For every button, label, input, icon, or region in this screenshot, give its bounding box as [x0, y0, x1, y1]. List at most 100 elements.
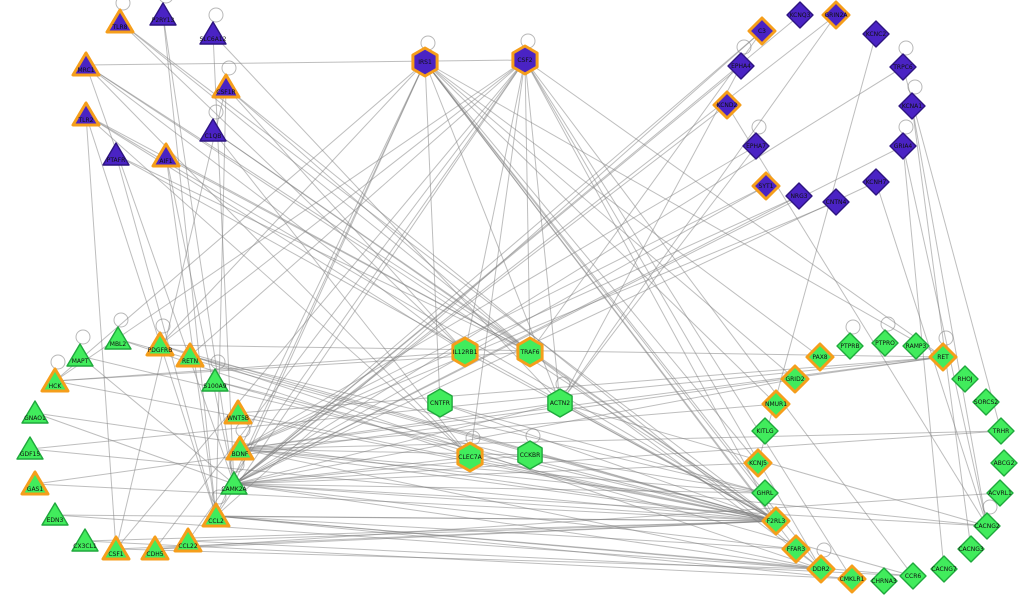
node-CLEC7A[interactable]: CLEC7A — [456, 441, 484, 473]
node-FFAR3[interactable]: FFAR3 — [781, 534, 811, 564]
diamond-node-shape[interactable] — [862, 168, 890, 196]
diamond-node-shape[interactable] — [836, 332, 864, 360]
triangle-node-shape[interactable] — [71, 101, 101, 127]
node-KCNC2[interactable]: KCNC2 — [862, 20, 890, 48]
triangle-node-shape[interactable] — [201, 502, 231, 528]
triangle-node-shape[interactable] — [223, 399, 253, 425]
hexagon-node-shape[interactable] — [517, 440, 543, 470]
diamond-node-shape[interactable] — [990, 449, 1018, 477]
diamond-node-shape[interactable] — [951, 365, 979, 393]
node-SYT1[interactable]: SYT1 — [751, 171, 781, 201]
triangle-node-shape[interactable] — [199, 21, 227, 45]
diamond-node-shape[interactable] — [928, 342, 958, 372]
node-MBL2[interactable]: MBL2 — [104, 326, 132, 350]
diamond-node-shape[interactable] — [902, 332, 930, 360]
triangle-node-shape[interactable] — [175, 342, 205, 368]
hexagon-node-shape[interactable] — [427, 388, 453, 418]
triangle-node-shape[interactable] — [173, 527, 203, 553]
node-P2RY13[interactable]: P2RY13 — [149, 2, 177, 26]
node-ACTN2[interactable]: ACTN2 — [547, 388, 573, 418]
diamond-node-shape[interactable] — [870, 567, 898, 595]
hexagon-node-shape[interactable] — [516, 336, 544, 368]
diamond-node-shape[interactable] — [780, 364, 810, 394]
node-CACNG7[interactable]: CACNG7 — [930, 555, 958, 583]
diamond-node-shape[interactable] — [751, 479, 779, 507]
diamond-node-shape[interactable] — [786, 1, 814, 29]
diamond-node-shape[interactable] — [862, 20, 890, 48]
diamond-node-shape[interactable] — [899, 562, 927, 590]
diamond-node-shape[interactable] — [761, 389, 791, 419]
triangle-node-shape[interactable] — [140, 535, 170, 561]
node-KCNH7[interactable]: KCNH7 — [862, 168, 890, 196]
node-CCL22[interactable]: CCL22 — [173, 527, 203, 553]
diamond-node-shape[interactable] — [785, 182, 813, 210]
node-CSF2[interactable]: CSF2 — [511, 44, 539, 76]
diamond-node-shape[interactable] — [898, 92, 926, 120]
node-SLC6A12[interactable]: SLC6A12 — [199, 21, 227, 45]
node-RHOJ[interactable]: RHOJ — [951, 365, 979, 393]
node-CCKBR[interactable]: CCKBR — [517, 440, 543, 470]
triangle-node-shape[interactable] — [40, 367, 70, 393]
node-F2RL3[interactable]: F2RL3 — [761, 506, 791, 536]
diamond-node-shape[interactable] — [889, 132, 917, 160]
diamond-node-shape[interactable] — [751, 417, 779, 445]
node-EDN3[interactable]: EDN3 — [41, 502, 69, 526]
triangle-node-shape[interactable] — [21, 400, 49, 424]
node-KCNQ3[interactable]: KCNQ3 — [786, 1, 814, 29]
node-GRIN2A[interactable]: GRIN2A — [821, 0, 851, 30]
triangle-node-shape[interactable] — [201, 368, 229, 392]
node-MRC1[interactable]: MRC1 — [71, 51, 101, 77]
hexagon-node-shape[interactable] — [456, 441, 484, 473]
diamond-node-shape[interactable] — [930, 555, 958, 583]
hexagon-node-shape[interactable] — [547, 388, 573, 418]
diamond-node-shape[interactable] — [805, 342, 835, 372]
node-MAPT[interactable]: MAPT — [66, 343, 94, 367]
node-GNAO1[interactable]: GNAO1 — [21, 400, 49, 424]
diamond-node-shape[interactable] — [806, 554, 836, 584]
node-IRS1[interactable]: IRS1 — [411, 46, 439, 78]
triangle-node-shape[interactable] — [225, 435, 255, 461]
diamond-node-shape[interactable] — [871, 329, 899, 357]
node-TRHR[interactable]: TRHR — [987, 417, 1015, 445]
node-TRPC6[interactable]: TRPC6 — [889, 53, 917, 81]
node-C3[interactable]: C3 — [747, 16, 777, 46]
diamond-node-shape[interactable] — [822, 188, 850, 216]
triangle-node-shape[interactable] — [199, 118, 227, 142]
triangle-node-shape[interactable] — [104, 326, 132, 350]
diamond-node-shape[interactable] — [987, 417, 1015, 445]
hexagon-node-shape[interactable] — [411, 46, 439, 78]
node-CCR6[interactable]: CCR6 — [899, 562, 927, 590]
node-PTAFR[interactable]: PTAFR — [102, 142, 130, 166]
diamond-node-shape[interactable] — [751, 171, 781, 201]
triangle-node-shape[interactable] — [149, 2, 177, 26]
node-ABCG2[interactable]: ABCG2 — [990, 449, 1018, 477]
hexagon-node-shape[interactable] — [511, 44, 539, 76]
node-NRG3[interactable]: NRG3 — [785, 182, 813, 210]
node-GRIA4[interactable]: GRIA4 — [889, 132, 917, 160]
node-TLR2[interactable]: TLR2 — [71, 101, 101, 127]
node-PTPRO[interactable]: PTPRO — [871, 329, 899, 357]
node-CACNG2[interactable]: CACNG2 — [973, 512, 1001, 540]
diamond-node-shape[interactable] — [761, 506, 791, 536]
hexagon-node-shape[interactable] — [451, 336, 479, 368]
node-CNTFR[interactable]: CNTFR — [427, 388, 453, 418]
node-TLR8[interactable]: TLR8 — [105, 8, 135, 34]
node-CACNG3[interactable]: CACNG3 — [957, 535, 985, 563]
node-SORCS2[interactable]: SORCS2 — [972, 388, 1000, 416]
node-S100A9[interactable]: S100A9 — [201, 368, 229, 392]
diamond-node-shape[interactable] — [837, 564, 867, 594]
triangle-node-shape[interactable] — [71, 51, 101, 77]
node-IL12RB1[interactable]: IL12RB1 — [451, 336, 479, 368]
diamond-node-shape[interactable] — [957, 535, 985, 563]
diamond-node-shape[interactable] — [743, 448, 773, 478]
triangle-node-shape[interactable] — [20, 470, 50, 496]
node-CX3CL1[interactable]: CX3CL1 — [71, 528, 99, 552]
diamond-node-shape[interactable] — [727, 52, 755, 80]
triangle-node-shape[interactable] — [102, 142, 130, 166]
triangle-node-shape[interactable] — [105, 8, 135, 34]
triangle-node-shape[interactable] — [66, 343, 94, 367]
triangle-node-shape[interactable] — [71, 528, 99, 552]
diamond-node-shape[interactable] — [742, 132, 770, 160]
